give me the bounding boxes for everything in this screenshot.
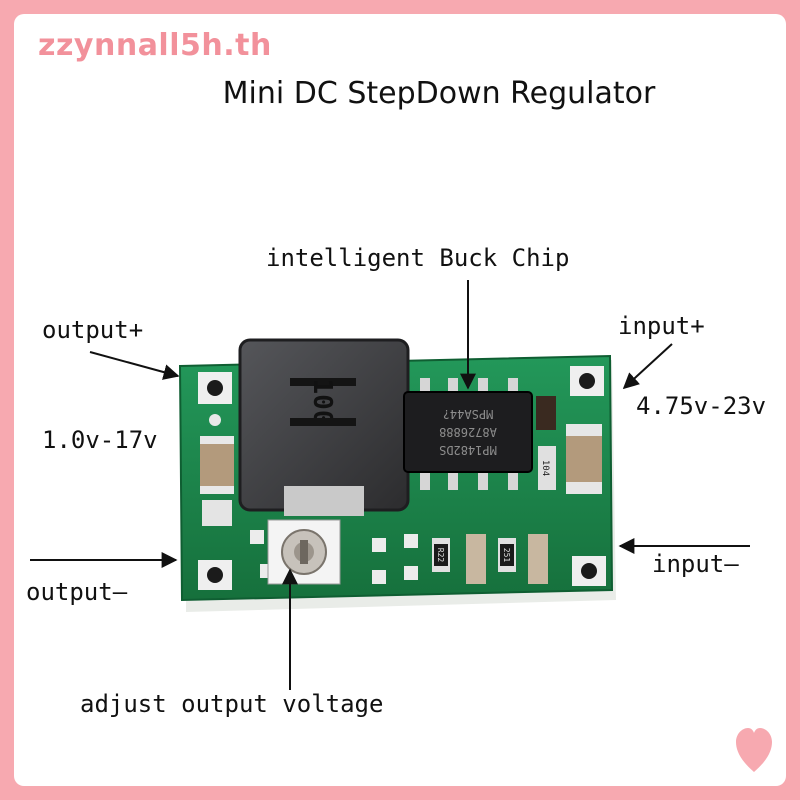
smd-label-251: 251 [502,548,511,563]
trim-potentiometer [267,519,341,585]
chip-marking-2: A8726888 [439,425,497,439]
smd-parts: 104 R22 251 [250,396,556,584]
inductor: 100 [238,338,410,516]
smd-label-104: 104 [540,460,550,476]
label-input-voltage-range: 4.75v-23v [636,392,767,420]
left-capacitor [200,414,234,526]
chip-marking-3: MP1482DS [439,443,497,457]
arrow-output-plus [89,351,180,380]
mounting-pads [198,366,606,590]
page-title: Mini DC StepDown Regulator [222,76,656,111]
label-input-minus: input— [652,550,739,578]
store-watermark: zzynnall5h.th [38,28,272,63]
label-output-voltage-range: 1.0v-17v [42,426,158,454]
right-capacitor [566,424,602,494]
chip-marking-1: MPSA44? [443,407,494,421]
label-intelligent-buck-chip: intelligent Buck Chip [266,244,570,272]
buck-chip: MPSA44? A8726888 MP1482DS [403,378,533,490]
heart-icon [736,728,772,772]
label-output-minus: output— [26,578,128,606]
arrow-input-plus [622,343,673,390]
label-output-plus: output+ [42,316,144,344]
smd-label-r22: R22 [436,548,445,563]
label-adjust-output-voltage: adjust output voltage [80,690,384,718]
inductor-code: 100 [307,379,337,426]
label-input-plus: input+ [618,312,705,340]
